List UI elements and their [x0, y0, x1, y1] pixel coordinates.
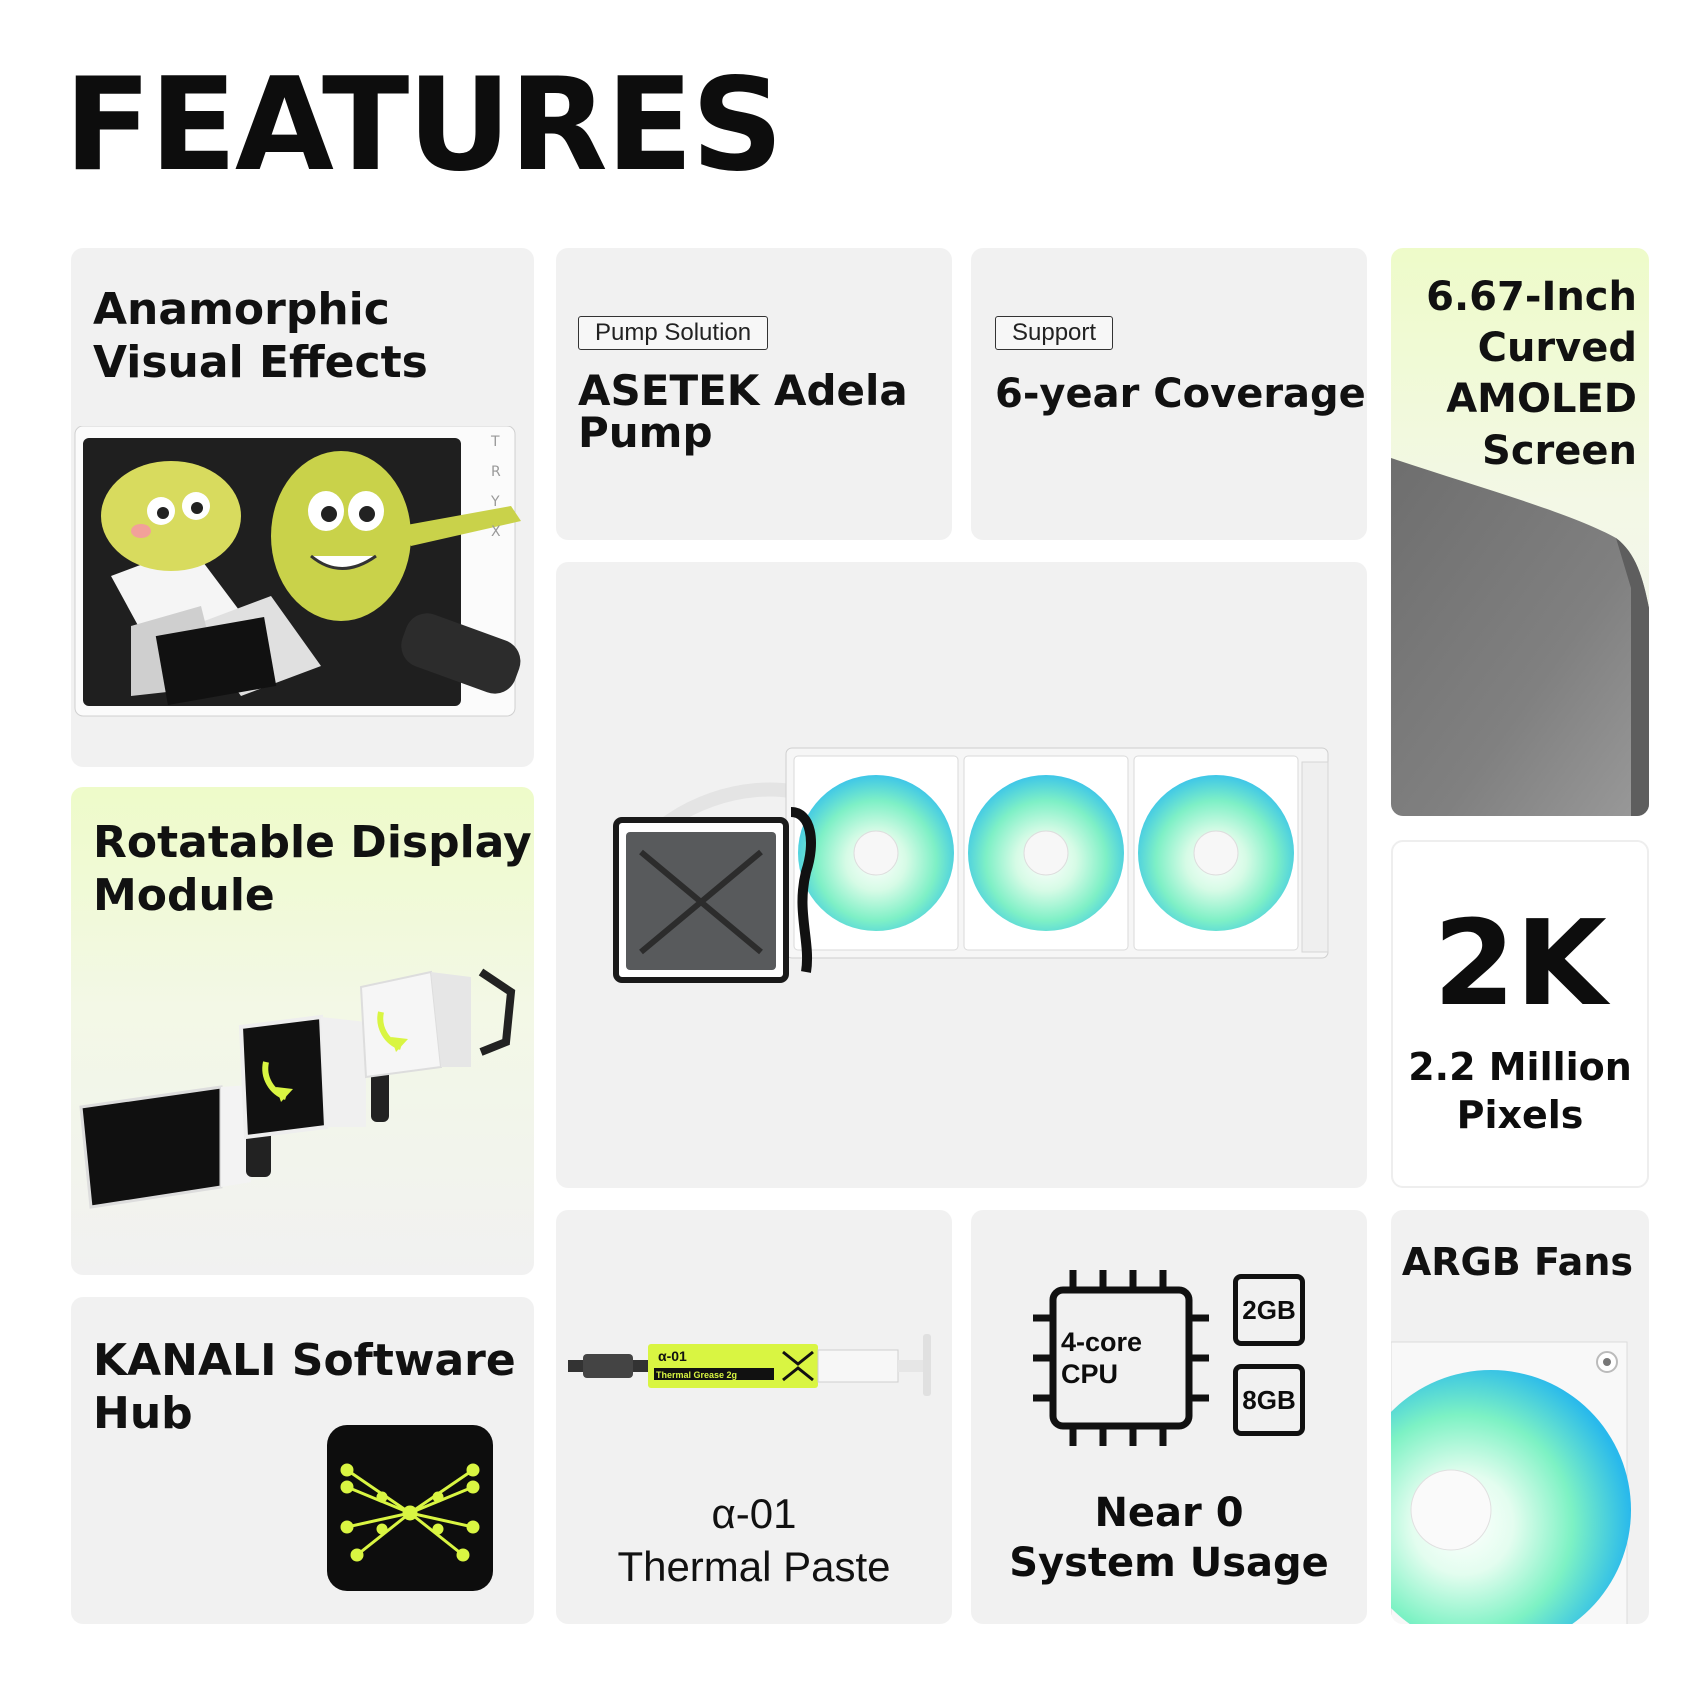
pump-title: ASETEK Adela Pump	[578, 366, 908, 457]
card-cooler-product	[556, 562, 1367, 1188]
memory-chip-8gb: 8GB	[1233, 1364, 1305, 1436]
card-usage: 4-core CPU 2GB 8GB Near 0 System Usage	[971, 1210, 1367, 1624]
page-title: FEATURES	[64, 51, 783, 200]
x-network-icon	[327, 1425, 493, 1591]
fans-title: ARGB Fans	[1401, 1240, 1633, 1284]
card-pump: Pump Solution ASETEK Adela Pump	[556, 248, 952, 540]
card-rotatable: Rotatable Display Module	[71, 787, 534, 1275]
svg-text:Y: Y	[490, 494, 500, 510]
svg-text:T: T	[490, 434, 500, 450]
software-title: KANALI Software Hub	[93, 1335, 516, 1439]
argb-fan-illustration	[1391, 1341, 1631, 1624]
card-resolution: 2K 2.2 Million Pixels	[1391, 840, 1649, 1188]
card-paste: α-01 Thermal Grease 2g α-01 Thermal Past…	[556, 1210, 952, 1624]
support-tag: Support	[995, 316, 1114, 350]
card-support: Support 6-year Coverage	[971, 248, 1367, 540]
paste-title: α-01 Thermal Paste	[617, 1490, 891, 1590]
anamorphic-screen-illustration: T R Y X	[74, 426, 521, 717]
usage-title: Near 0 System Usage	[1009, 1490, 1329, 1586]
anamorphic-title: Anamorphic Visual Effects	[93, 284, 428, 388]
syringe-label: α-01	[658, 1348, 687, 1364]
rotatable-title: Rotatable Display Module	[93, 817, 532, 921]
aio-cooler-illustration	[613, 747, 1329, 983]
syringe-sublabel: Thermal Grease 2g	[656, 1370, 738, 1380]
card-anamorphic: Anamorphic Visual Effects T R Y X	[71, 248, 534, 767]
rotatable-module-illustration	[79, 968, 516, 1209]
resolution-big: 2K	[1433, 894, 1607, 1032]
syringe-illustration	[568, 1334, 931, 1396]
resolution-detail: 2.2 Million Pixels	[1408, 1045, 1632, 1137]
cpu-chip-icon	[1033, 1270, 1209, 1446]
card-software: KANALI Software Hub	[71, 1297, 534, 1624]
card-fans: ARGB Fans	[1391, 1210, 1649, 1624]
support-title: 6-year Coverage	[995, 371, 1366, 417]
cpu-label: 4-core CPU	[1061, 1327, 1143, 1390]
memory-chip-2gb: 2GB	[1233, 1274, 1305, 1346]
curved-screen-illustration	[1391, 458, 1649, 816]
svg-text:R: R	[491, 464, 501, 480]
pump-tag: Pump Solution	[578, 316, 769, 350]
svg-text:X: X	[491, 524, 501, 540]
screen-title: 6.67-Inch Curved AMOLED Screen	[1426, 274, 1637, 474]
card-screen: 6.67-Inch Curved AMOLED Screen	[1391, 248, 1649, 816]
